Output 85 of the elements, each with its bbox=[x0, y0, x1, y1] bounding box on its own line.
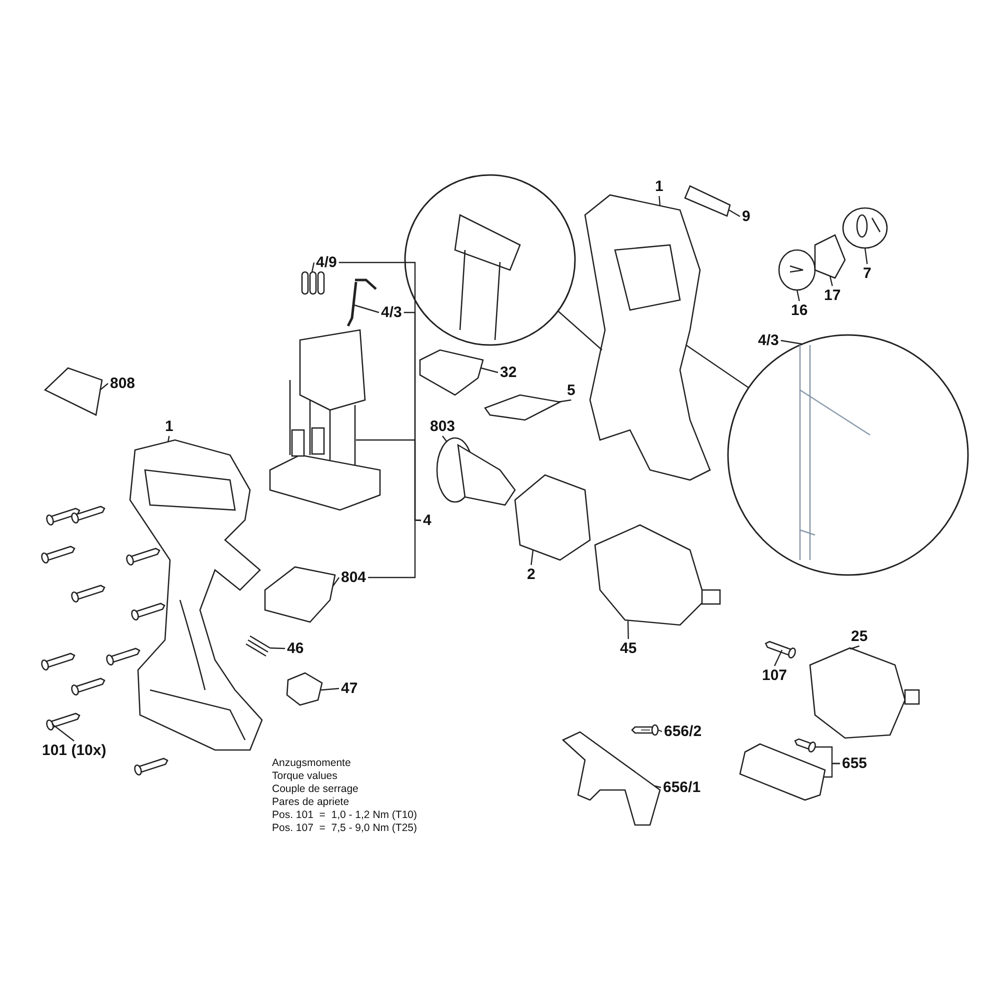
leader-line bbox=[558, 310, 602, 350]
callout-number: 101 (10x) bbox=[42, 742, 106, 759]
callout-number: 808 bbox=[110, 375, 136, 392]
callout-number: 4/9 bbox=[316, 254, 337, 271]
leader-line bbox=[558, 399, 572, 403]
callout-number: 7 bbox=[863, 265, 872, 282]
callout-number: 655 bbox=[842, 755, 868, 772]
callout-number: 804 bbox=[341, 569, 366, 586]
leader-line bbox=[823, 762, 840, 778]
callout-number: 656/1 bbox=[663, 779, 701, 796]
leader-line bbox=[530, 550, 534, 566]
callout-number: 45 bbox=[620, 640, 637, 657]
detail-view-drawing bbox=[727, 334, 969, 576]
note-text: Pares de apriete bbox=[272, 796, 350, 809]
leader-line bbox=[864, 248, 868, 264]
end-cap-drawing bbox=[842, 207, 888, 249]
note-text: Couple de serrage bbox=[272, 783, 360, 796]
callout-number: 4/3 bbox=[758, 332, 779, 349]
screw-drawing bbox=[46, 712, 80, 730]
callout-number: 17 bbox=[824, 287, 841, 304]
callout-number: 25 bbox=[851, 628, 868, 645]
spring-drawing bbox=[245, 635, 271, 657]
housing-half-drawing bbox=[129, 439, 263, 751]
screw-drawing bbox=[794, 738, 816, 752]
leader-line bbox=[320, 688, 340, 691]
leader-line bbox=[627, 620, 629, 640]
knob-drawing bbox=[286, 672, 323, 706]
callout-number: 656/2 bbox=[664, 723, 702, 740]
leader-line bbox=[52, 724, 74, 742]
leader-line bbox=[774, 650, 783, 666]
screw-drawing bbox=[631, 724, 659, 736]
callout-number: 2 bbox=[527, 566, 536, 583]
leader-line bbox=[442, 436, 448, 442]
note-text: Torque values bbox=[272, 770, 338, 783]
callout-number: 46 bbox=[287, 640, 304, 657]
callout-number: 107 bbox=[762, 667, 788, 684]
contact-pins-drawing bbox=[301, 271, 325, 295]
label-sticker-drawing bbox=[44, 367, 103, 416]
housing-half-drawing bbox=[584, 194, 711, 481]
leader-line bbox=[780, 340, 802, 345]
leader-line bbox=[368, 519, 422, 578]
chuck-drawing bbox=[809, 647, 920, 739]
callout-number: 47 bbox=[341, 680, 358, 697]
callout-number: 4/3 bbox=[381, 304, 402, 321]
note-text: Pos. 107 = 7,5 - 9,0 Nm (T25) bbox=[272, 822, 418, 835]
callout-number: 32 bbox=[500, 364, 517, 381]
note-text: Anzugsmomente bbox=[272, 757, 352, 770]
callout-number: 5 bbox=[567, 382, 576, 399]
gearbox-drawing bbox=[594, 524, 721, 626]
leader-line bbox=[658, 729, 662, 732]
leader-line bbox=[686, 344, 750, 388]
leader-line bbox=[100, 383, 108, 390]
slider-drawing bbox=[419, 349, 484, 396]
leader-line bbox=[167, 436, 170, 442]
bit-holder-drawing bbox=[739, 743, 826, 801]
motor-stator-drawing bbox=[514, 474, 591, 561]
leader-line bbox=[480, 367, 498, 374]
belt-clip-drawing bbox=[562, 731, 661, 826]
switch-module-drawing bbox=[269, 329, 381, 511]
slide-plate-drawing bbox=[484, 394, 562, 421]
callout-number: 4 bbox=[423, 512, 432, 529]
leader-line bbox=[654, 785, 662, 788]
callout-number: 803 bbox=[430, 418, 456, 435]
leader-line bbox=[850, 645, 860, 650]
leader-line bbox=[829, 276, 833, 286]
leader-line bbox=[354, 304, 380, 314]
leader-line bbox=[658, 196, 661, 206]
callout-number: 16 bbox=[791, 302, 808, 319]
callout-number: 1 bbox=[655, 178, 664, 195]
armature-drawing bbox=[436, 437, 516, 506]
ring-drawing bbox=[814, 234, 846, 279]
callout-number: 1 bbox=[165, 418, 174, 435]
leader-line bbox=[311, 262, 315, 272]
screw-drawing bbox=[764, 640, 796, 658]
label-sticker-drawing bbox=[684, 185, 731, 217]
cable-drawing bbox=[346, 278, 378, 328]
note-text: Pos. 101 = 1,0 - 1,2 Nm (T10) bbox=[272, 809, 418, 822]
leader-line bbox=[728, 209, 740, 218]
leader-line bbox=[332, 577, 340, 586]
leader-line bbox=[270, 647, 286, 650]
cover-drawing bbox=[778, 249, 816, 291]
callout-number: 9 bbox=[742, 208, 750, 225]
plate-drawing bbox=[264, 566, 336, 623]
detail-view-drawing bbox=[404, 174, 576, 346]
leader-line bbox=[796, 290, 800, 302]
